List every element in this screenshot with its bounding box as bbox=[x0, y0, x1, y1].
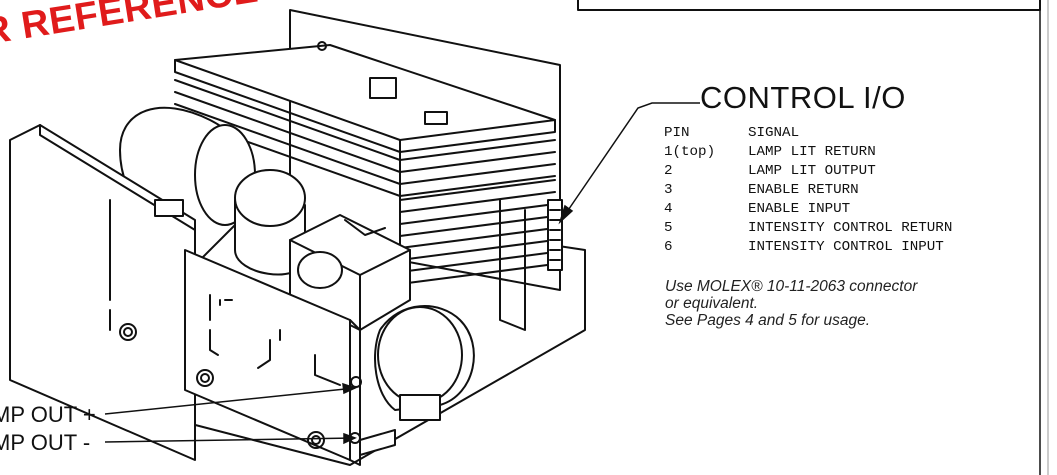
toroid-small bbox=[374, 305, 475, 411]
control-io-leader bbox=[559, 102, 700, 223]
pin-signal: LAMP LIT OUTPUT bbox=[748, 163, 876, 179]
pin-row: 4 ENABLE INPUT bbox=[664, 200, 952, 219]
pin-number: 6 bbox=[664, 239, 673, 255]
control-io-title: CONTROL I/O bbox=[700, 80, 906, 115]
pin-number: 2 bbox=[664, 163, 673, 179]
lamp-out-minus-leader bbox=[104, 437, 356, 443]
pin-number: 3 bbox=[664, 182, 673, 198]
pin-header: PIN bbox=[664, 125, 690, 141]
lamp-out-plus-leader bbox=[104, 387, 356, 415]
connector-note: Use MOLEX® 10-11-2063 connector or equiv… bbox=[665, 278, 917, 329]
pin-signal: ENABLE INPUT bbox=[748, 201, 851, 217]
pin-number: 5 bbox=[664, 220, 673, 236]
lamp-out-minus-label: MP OUT - bbox=[0, 430, 91, 455]
pin-signal: INTENSITY CONTROL INPUT bbox=[748, 239, 944, 255]
pin-row: 5 INTENSITY CONTROL RETURN bbox=[664, 219, 952, 238]
transformer bbox=[289, 214, 411, 331]
frame-border bbox=[577, 0, 1041, 11]
pin-row: 3 ENABLE RETURN bbox=[664, 181, 952, 200]
front-pcb bbox=[184, 249, 362, 466]
control-io-connector bbox=[547, 199, 563, 271]
pin-table: PIN SIGNAL 1(top) LAMP LIT RETURN 2 LAMP LI… bbox=[664, 124, 952, 257]
note-line: or equivalent. bbox=[665, 295, 759, 312]
pin-number: 4 bbox=[664, 201, 673, 217]
pin-row: 2 LAMP LIT OUTPUT bbox=[664, 162, 952, 181]
note-line: See Pages 4 and 5 for usage. bbox=[665, 312, 871, 329]
note-line: Use MOLEX® 10-11-2063 connector bbox=[665, 278, 918, 295]
pin-signal: LAMP LIT RETURN bbox=[748, 144, 876, 160]
pin-row: 6 INTENSITY CONTROL INPUT bbox=[664, 238, 952, 257]
pin-row: 1(top) LAMP LIT RETURN bbox=[664, 143, 952, 162]
lamp-out-plus-label: MP OUT + bbox=[0, 402, 96, 427]
pin-signal: INTENSITY CONTROL RETURN bbox=[748, 220, 953, 236]
pin-number: 1(top) bbox=[664, 144, 716, 160]
heatsink bbox=[174, 44, 556, 331]
signal-header: SIGNAL bbox=[748, 125, 800, 141]
capacitor bbox=[234, 169, 306, 276]
pin-table-header: PIN SIGNAL bbox=[664, 124, 952, 143]
pin-signal: ENABLE RETURN bbox=[748, 182, 859, 198]
